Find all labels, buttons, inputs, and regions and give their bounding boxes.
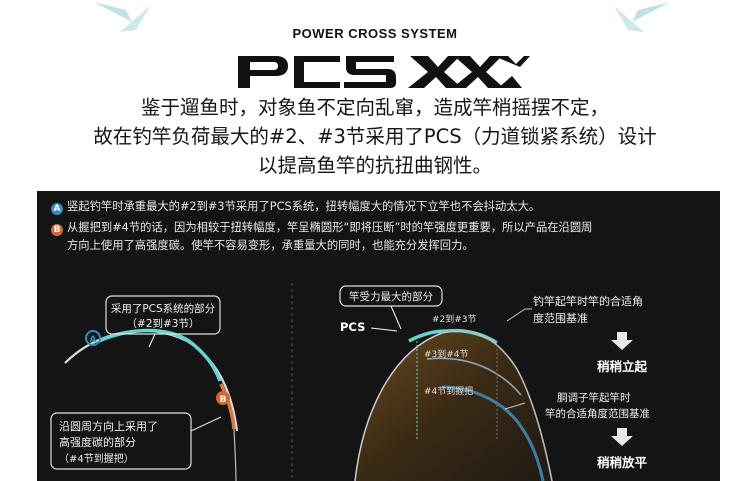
callout-top-line-1: 采用了PCS系统的部分 [111, 302, 216, 315]
left-diagram: A B 采用了PCS系统的部分 （#2到#3节） 沿圆周方向上采用了 高强度碳的… [50, 295, 239, 481]
angle-label-line-1: 钓竿起竿时竿的合适角 [533, 294, 643, 308]
pcs-label: PCS [340, 320, 365, 334]
down-arrow-icon [611, 428, 633, 446]
callout-bottom-line-1: 沿圆周方向上采用了 [59, 419, 158, 433]
segment-3-4-label: #3到#4节 [424, 348, 469, 360]
marker-a-icon [85, 330, 101, 346]
decor-arrow-left-icon [94, 2, 150, 32]
headline: 鉴于遛鱼时，对象鱼不定向乱窜，造成竿梢摇摆不定， 故在钓竿负荷最大的#2、#3节… [0, 93, 750, 180]
brand-subtitle: POWER CROSS SYSTEM [292, 26, 458, 41]
tune-label-line-2: 竿的合适角度范围基准 [545, 407, 650, 420]
segment-2-3-label: #2到#3节 [432, 313, 477, 325]
note-b-text-2: 方向上使用了高强度碳。使竿不容易变形，承重量大的同时，也能充分发挥回力。 [67, 239, 474, 252]
rod-bend-band [355, 330, 552, 481]
callout-top-box [105, 295, 221, 335]
note-a-text: 竖起钓竿时承重最大的#2到#3节采用了PCS系统，扭转幅度大的情况下立竿也不会抖… [67, 200, 541, 213]
note-b: B 从握把到#4节的话，因为相较于扭转幅度，竿呈椭圆形“即将压断”时的竿强度更重要… [51, 219, 592, 236]
angle-label-line-2: 度范围基准 [533, 311, 588, 325]
marker-b-icon [216, 391, 230, 405]
marker-a-label: A [90, 335, 97, 345]
lower-label: 稍稍放平 [597, 455, 648, 470]
note-b-text-1: 从握把到#4节的话，因为相较于扭转幅度，竿呈椭圆形“即将压断”时的竿强度更重要，… [67, 221, 593, 234]
max-force-label: 竿受力最大的部分 [349, 290, 433, 303]
blue-section-right [441, 385, 545, 481]
callout-bottom-line-3: （#4节到握把） [59, 452, 134, 465]
headline-line-2: 故在钓竿负荷最大的#2、#3节采用了PCS（力道锁紧系统）设计 [93, 125, 657, 148]
callout-bottom-box [50, 412, 192, 470]
pcs-section-left [98, 328, 222, 382]
headline-line-3: 以提高鱼竿的抗扭曲钢性。 [257, 154, 492, 177]
marker-b-label: B [220, 395, 227, 405]
info-panel: A 竖起钓竿时承重最大的#2到#3节采用了PCS系统，扭转幅度大的情况下立竿也不会… [37, 191, 720, 481]
rod-diagrams: A B 采用了PCS系统的部分 （#2到#3节） 沿圆周方向上采用了 高强度碳的… [50, 283, 650, 481]
headline-line-1: 鉴于遛鱼时，对象鱼不定向乱窜，造成竿梢摇摆不定， [140, 96, 609, 119]
carbon-section-left [219, 383, 236, 430]
note-a: A 竖起钓竿时承重最大的#2到#3节采用了PCS系统，扭转幅度大的情况下立竿也不会… [51, 198, 540, 215]
badge-a-icon: A [51, 203, 63, 215]
pcs-xxx-logo [238, 56, 530, 88]
badge-b-icon: B [51, 224, 63, 236]
callout-bottom-line-2: 高强度碳的部分 [59, 435, 136, 449]
right-diagram: 竿受力最大的部分 PCS #2到#3节 #3到#4节 #4节到握把 钓竿起竿时竿… [339, 285, 650, 481]
raise-label: 稍稍立起 [597, 359, 648, 374]
decor-arrow-right-icon [614, 2, 670, 32]
down-arrow-icon [611, 332, 633, 350]
tune-label-line-1: 胴调子竿起竿时 [557, 391, 631, 404]
callout-top-line-2: （#2到#3节） [127, 318, 200, 330]
segment-4-grip-label: #4节到握把 [424, 385, 473, 397]
